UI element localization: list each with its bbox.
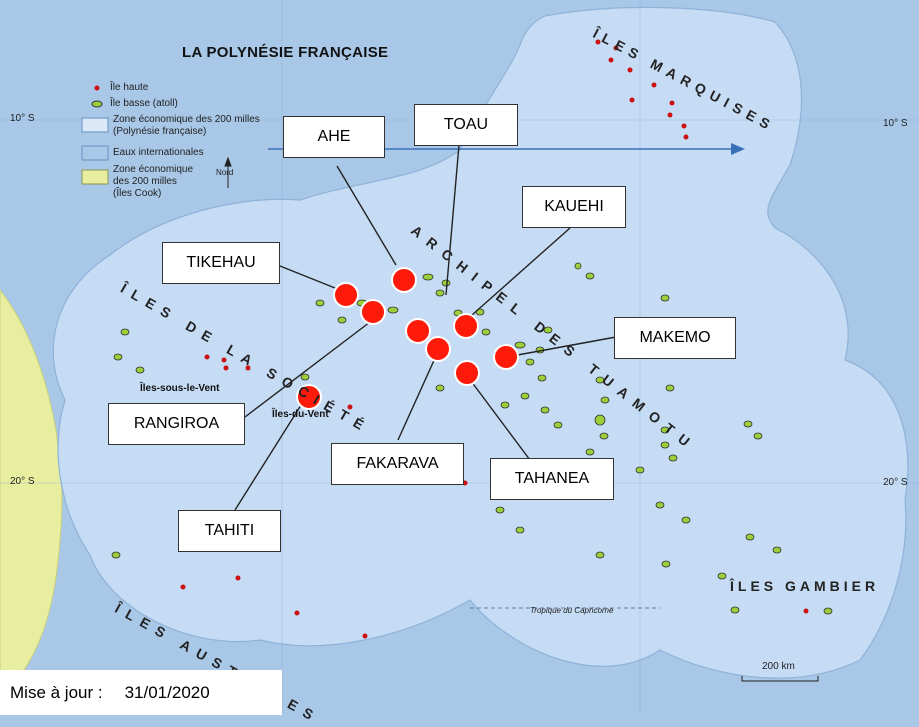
legend-intl-waters: Eaux internationales bbox=[113, 147, 204, 158]
lat-10s-left: 10° S bbox=[10, 113, 35, 124]
callout-tahanea: TAHANEA bbox=[490, 458, 614, 500]
legend-high-island: Île haute bbox=[110, 82, 149, 93]
update-label: Mise à jour : bbox=[10, 682, 103, 702]
legend-symbols bbox=[81, 85, 109, 185]
legend-eez-fp-line1: Zone économique des 200 milles bbox=[113, 114, 260, 125]
lat-20s-right: 20° S bbox=[883, 477, 908, 488]
callout-makemo: MAKEMO bbox=[614, 317, 736, 359]
legend-eez-cook-line1: Zone économique bbox=[113, 164, 194, 175]
tropic-label: Tropique du Capricorne bbox=[530, 606, 614, 615]
legend-eez-cook-line3: (Îles Cook) bbox=[113, 188, 162, 199]
legend-eez-cook-line2: des 200 milles bbox=[113, 176, 177, 187]
marker-tikehau bbox=[333, 282, 359, 308]
legend-eez-fp-line2: (Polynésie française) bbox=[113, 126, 207, 137]
north-arrow bbox=[224, 156, 232, 188]
label-sous-le-vent: Îles-sous-le-Vent bbox=[140, 383, 220, 394]
selected-atoll-markers bbox=[296, 267, 519, 410]
marker-rangiroa bbox=[360, 299, 386, 325]
callout-kauehi: KAUEHI bbox=[522, 186, 626, 228]
leader-lines bbox=[234, 144, 617, 511]
marker-makemo bbox=[493, 344, 519, 370]
update-footer: Mise à jour : 31/01/2020 bbox=[0, 670, 282, 715]
high-islands bbox=[180, 39, 809, 639]
north-label: Nord bbox=[216, 168, 234, 177]
callout-tikehau: TIKEHAU bbox=[162, 242, 280, 284]
marker-toau bbox=[405, 318, 431, 344]
callout-fakarava: FAKARAVA bbox=[331, 443, 464, 485]
label-du-vent: Îles-du-Vent bbox=[272, 409, 329, 420]
marker-kauehi bbox=[453, 313, 479, 339]
islands bbox=[111, 262, 833, 615]
scale-label: 200 km bbox=[762, 661, 795, 672]
lat-10s-right: 10° S bbox=[883, 118, 908, 129]
marker-tahiti bbox=[296, 384, 322, 410]
marker-tahanea bbox=[454, 360, 480, 386]
callout-toau: TOAU bbox=[414, 104, 518, 146]
map-title: LA POLYNÉSIE FRANÇAISE bbox=[182, 44, 389, 61]
lat-20s-left: 20° S bbox=[10, 476, 35, 487]
update-date: 31/01/2020 bbox=[124, 682, 210, 702]
legend-low-island: Île basse (atoll) bbox=[110, 98, 178, 109]
callout-ahe: AHE bbox=[283, 116, 385, 158]
cook-eez-zone bbox=[0, 289, 63, 701]
callout-rangiroa: RANGIROA bbox=[108, 403, 245, 445]
callout-tahiti: TAHITI bbox=[178, 510, 281, 552]
marker-fakarava bbox=[425, 336, 451, 362]
scale-bar bbox=[741, 676, 819, 682]
marker-ahe bbox=[391, 267, 417, 293]
label-gambier: ÎLES GAMBIER bbox=[730, 578, 880, 594]
